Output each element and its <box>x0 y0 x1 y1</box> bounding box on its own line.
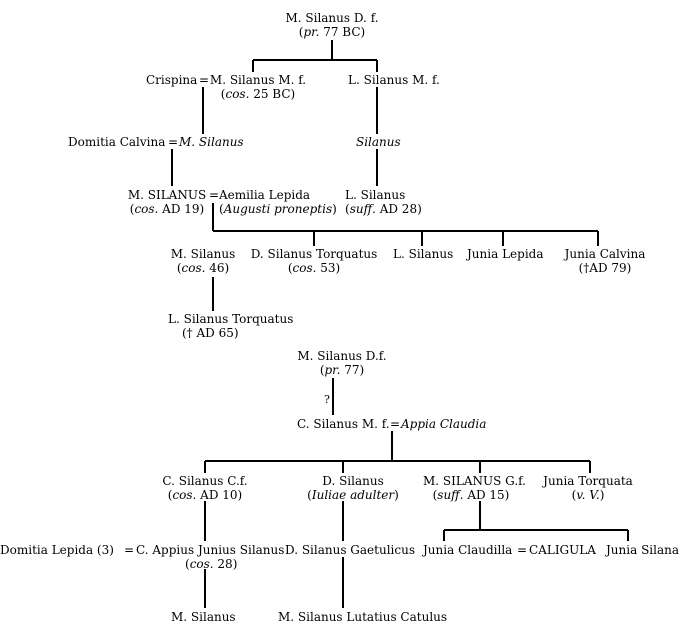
person-name: D. Silanus <box>322 474 384 488</box>
person-appia-claudia: Appia Claudia <box>401 417 487 431</box>
person-lsilanus-mf: L. Silanus M. f. <box>348 73 440 87</box>
person-aemilia-lepida: Aemilia Lepida (Augusti proneptis) <box>219 188 337 216</box>
person-detail: (cos. 28) <box>185 557 238 571</box>
person-detail: (cos. 53) <box>287 261 341 275</box>
person-msilanus-cos19: M. SILANUS (cos. AD 19) <box>126 188 208 216</box>
person-name: L. Silanus Torquatus <box>168 312 294 326</box>
person-detail: (cos. 25 BC) <box>220 87 296 101</box>
marriage-sign: = <box>124 543 135 557</box>
person-domitia-calvina: Domitia Calvina <box>68 135 166 149</box>
person-msilanus-cos46: M. Silanus (cos. 46) <box>163 247 243 275</box>
person-detail: (cos. AD 10) <box>167 488 243 502</box>
person-name: M. SILANUS <box>127 188 207 202</box>
marriage-sign: = <box>199 73 210 87</box>
person-detail: (v. V.) <box>571 488 605 502</box>
person-name: M. Silanus M. f. <box>209 73 307 87</box>
uncertain-link-mark: ? <box>324 393 330 406</box>
person-detail: (cos. AD 19) <box>129 202 205 216</box>
person-name: M. Silanus D. f. <box>285 11 379 25</box>
person-dsilanus-gaetulicus: D. Silanus Gaetulicus <box>285 543 415 557</box>
person-name: D. Silanus Torquatus <box>250 247 378 261</box>
person-name: L. Silanus <box>393 247 454 261</box>
person-junia-silana: Junia Silana <box>606 543 680 557</box>
person-msilanus-lutatius-catulus: M. Silanus Lutatius Catulus <box>278 610 448 624</box>
person-lsilanus-suff: L. Silanus (suff. AD 28) <box>345 188 427 216</box>
person-root-msilanus: M. Silanus D. f. (pr. 77 BC) <box>262 11 402 39</box>
person-name: Junia Torquata <box>543 474 633 488</box>
person-name: Junia Calvina <box>564 247 646 261</box>
marriage-sign: = <box>390 417 401 431</box>
person-junia-torquata: Junia Torquata (v. V.) <box>540 474 636 502</box>
person-csilanus-mf: C. Silanus M. f. <box>297 417 390 431</box>
person-junia-lepida: Junia Lepida <box>467 247 544 261</box>
person-detail: (cos. 46) <box>176 261 230 275</box>
person-cappius-junius-silanus: C. Appius Junius Silanus (cos. 28) <box>136 543 285 571</box>
person-junia-claudilla: Junia Claudilla <box>423 543 513 557</box>
person-domitia-lepida: Domitia Lepida (3) <box>0 543 114 557</box>
person-dsilanus: D. Silanus (Iuliae adulter) <box>303 474 403 502</box>
person-name: C. Appius Junius Silanus <box>136 543 285 557</box>
person-dsilanus-torquatus: D. Silanus Torquatus (cos. 53) <box>250 247 378 275</box>
person-msilanus-cos25: M. Silanus M. f. (cos. 25 BC) <box>208 73 308 101</box>
marriage-sign: = <box>209 188 220 202</box>
person-detail: (†AD 79) <box>578 261 632 275</box>
person-msilanus-leaf: M. Silanus <box>171 610 236 624</box>
person-name: M. Silanus <box>170 247 236 261</box>
person-name: L. Silanus <box>345 188 406 202</box>
person-name: Aemilia Lepida <box>219 188 311 202</box>
person-csilanus-cf: C. Silanus C.f. (cos. AD 10) <box>160 474 250 502</box>
person-detail: (pr. 77 BC) <box>298 25 366 39</box>
marriage-sign: = <box>168 135 179 149</box>
person-junia-calvina: Junia Calvina (†AD 79) <box>560 247 650 275</box>
person-name: C. Silanus C.f. <box>162 474 248 488</box>
person-root2-msilanus: M. Silanus D.f. (pr. 77) <box>294 349 390 377</box>
person-detail: (Augusti proneptis) <box>219 202 337 216</box>
person-detail: († AD 65) <box>182 326 239 340</box>
person-caligula: CALIGULA <box>529 543 596 557</box>
person-msilanus-gf: M. SILANUS G.f. (suff. AD 15) <box>423 474 526 502</box>
person-silanus-italic: Silanus <box>356 135 401 149</box>
person-detail: (suff. AD 28) <box>345 202 422 216</box>
person-name: M. SILANUS G.f. <box>423 474 526 488</box>
person-crispina: Crispina <box>146 73 198 87</box>
person-msilanus-italic: M. Silanus <box>179 135 244 149</box>
person-lsilanus-child: L. Silanus <box>393 247 453 261</box>
person-detail: (suff. AD 15) <box>432 488 510 502</box>
person-name: Junia Lepida <box>467 247 544 261</box>
person-detail: (pr. 77) <box>319 363 365 377</box>
person-name: M. Silanus D.f. <box>297 349 387 363</box>
person-detail: (Iuliae adulter) <box>307 488 399 502</box>
person-lsilanus-torquatus: L. Silanus Torquatus († AD 65) <box>168 312 294 340</box>
marriage-sign: = <box>517 543 528 557</box>
